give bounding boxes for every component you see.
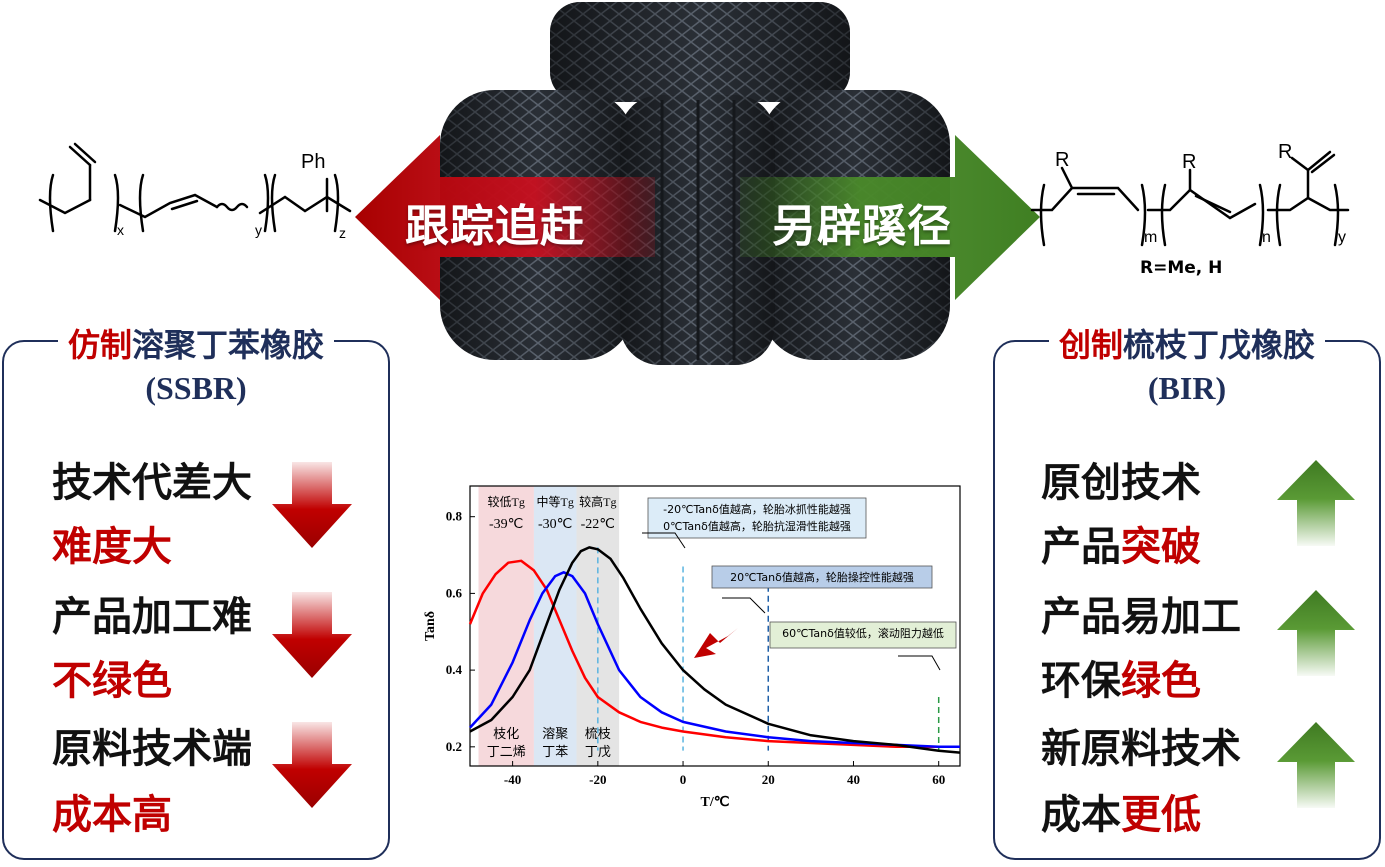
band-bottom-label: 丁二烯 bbox=[487, 744, 526, 759]
band-top-label: 中等Tg bbox=[537, 494, 574, 509]
band-bottom-label: 梳枝 bbox=[585, 726, 611, 741]
x-tick-label: 40 bbox=[847, 772, 860, 787]
leader-line bbox=[642, 532, 686, 549]
y-tick-label: 0.8 bbox=[446, 509, 463, 524]
annotation-box-1 bbox=[647, 497, 867, 539]
band-bottom-label: 丁苯 bbox=[542, 744, 568, 759]
leader-line bbox=[898, 655, 941, 671]
series-line bbox=[469, 571, 960, 749]
ssbr-title-navy: 溶聚丁苯橡胶 bbox=[132, 326, 325, 364]
band-tg-value: -39℃ bbox=[489, 517, 523, 532]
y-tick-label: 0.2 bbox=[446, 739, 462, 754]
y-tick-label: 0.6 bbox=[446, 585, 463, 600]
bir-item-2: 产品突破 bbox=[1041, 524, 1201, 570]
annotation-box-3 bbox=[769, 621, 957, 649]
ssbr-item-3: 产品加工难 bbox=[52, 594, 252, 640]
bir-panel: 创制梳枝丁戊橡胶 (BIR) 原创技术 产品突破 产品易加工 环保绿色 新原料技… bbox=[993, 326, 1381, 860]
annotation-text: 60℃Tanδ值较低，滚动阻力越低 bbox=[782, 626, 944, 640]
r-group-2: R bbox=[1182, 151, 1196, 173]
band-top-label: 较低Tg bbox=[488, 494, 525, 509]
subscript-m: m bbox=[1144, 229, 1157, 246]
phenyl-label: Ph bbox=[301, 151, 325, 173]
band-bottom-label: 枝化 bbox=[493, 726, 519, 741]
r-group-1: R bbox=[1055, 149, 1069, 171]
annotation-box-2 bbox=[711, 565, 933, 589]
banner-right-text: 另辟蹊径 bbox=[772, 201, 952, 252]
subscript-y: y bbox=[255, 222, 262, 238]
subscript-n: n bbox=[1262, 229, 1271, 246]
bir-item-6: 成本更低 bbox=[1041, 792, 1201, 838]
banner-left-text: 跟踪追赶 bbox=[405, 201, 585, 252]
ssbr-item-5: 原料技术端 bbox=[52, 726, 252, 772]
series-line bbox=[468, 559, 960, 749]
subscript-y-right: y bbox=[1338, 229, 1346, 246]
x-tick-label: 0 bbox=[680, 772, 687, 787]
subscript-z: z bbox=[339, 225, 346, 241]
ssbr-panel: 仿制溶聚丁苯橡胶 (SSBR) 技术代差大 难度大 产品加工难 不绿色 原料技术… bbox=[2, 326, 390, 860]
ssbr-structure: x y z Ph bbox=[38, 142, 352, 241]
ssbr-item-4: 不绿色 bbox=[52, 658, 172, 704]
pointer-arrow-icon bbox=[694, 628, 738, 658]
x-axis-label: T/℃ bbox=[701, 795, 730, 808]
bir-title-red: 创制 bbox=[1058, 326, 1123, 364]
bir-item-5: 新原料技术 bbox=[1041, 726, 1241, 772]
bir-structure: R R R m n y bbox=[1030, 141, 1350, 247]
bir-panel-title: 创制梳枝丁戊橡胶 bbox=[995, 320, 1379, 366]
ssbr-item-1: 技术代差大 bbox=[52, 460, 252, 506]
ssbr-title-red: 仿制 bbox=[67, 326, 132, 364]
tg-band bbox=[478, 486, 534, 766]
right-arrow-icon bbox=[740, 135, 1040, 300]
x-tick-label: 20 bbox=[762, 772, 775, 787]
r-definition: R=Me, H bbox=[1140, 258, 1223, 278]
band-bottom-label: 丁戊 bbox=[585, 744, 611, 759]
x-tick-label: 60 bbox=[932, 772, 945, 787]
bir-item-1: 原创技术 bbox=[1041, 460, 1201, 506]
ssbr-item-2: 难度大 bbox=[52, 524, 172, 570]
down-arrow-icon bbox=[272, 462, 352, 548]
band-tg-value: -30℃ bbox=[538, 517, 572, 532]
leader-line bbox=[722, 597, 766, 614]
bir-abbr: (BIR) bbox=[1147, 370, 1227, 406]
annotation-text: 0℃Tanδ值越高，轮胎抗湿滑性能越强 bbox=[663, 519, 851, 533]
tg-band bbox=[533, 486, 577, 766]
ssbr-panel-title: 仿制溶聚丁苯橡胶 bbox=[4, 320, 388, 366]
r-group-3: R bbox=[1278, 141, 1292, 163]
annotation-text: -20℃Tanδ值越高，轮胎冰抓性能越强 bbox=[663, 502, 851, 516]
left-arrow-icon bbox=[355, 135, 655, 300]
ssbr-abbr: (SSBR) bbox=[145, 370, 247, 406]
band-tg-value: -22℃ bbox=[581, 517, 615, 532]
plot-frame bbox=[469, 485, 961, 767]
band-top-label: 较高Tg bbox=[579, 494, 616, 509]
subscript-x: x bbox=[117, 222, 124, 238]
band-bottom-label: 溶聚 bbox=[542, 726, 568, 741]
bir-item-4: 环保绿色 bbox=[1041, 658, 1201, 704]
x-tick-label: -20 bbox=[589, 772, 606, 787]
up-arrow-icon bbox=[1277, 590, 1355, 676]
up-arrow-icon bbox=[1277, 722, 1355, 808]
bir-item-3: 产品易加工 bbox=[1041, 594, 1241, 640]
down-arrow-icon bbox=[272, 722, 352, 808]
series-line bbox=[469, 546, 961, 754]
y-tick-label: 0.4 bbox=[446, 662, 463, 677]
annotation-text: 20℃Tanδ值越高，轮胎操控性能越强 bbox=[730, 570, 914, 584]
bir-title-navy: 梳枝丁戊橡胶 bbox=[1123, 326, 1316, 364]
x-tick-label: -40 bbox=[504, 772, 521, 787]
ssbr-item-6: 成本高 bbox=[52, 792, 172, 838]
y-axis-label: Tanδ bbox=[423, 611, 438, 641]
up-arrow-icon bbox=[1277, 460, 1355, 546]
down-arrow-icon bbox=[272, 592, 352, 678]
